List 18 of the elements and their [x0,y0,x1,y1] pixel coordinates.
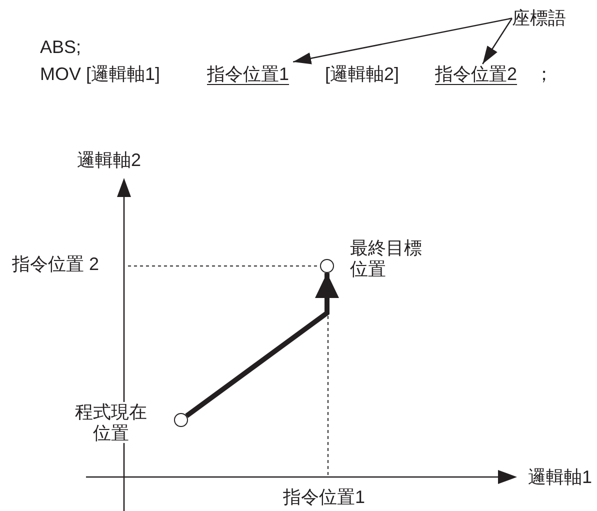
code-term: 指令位置1 [207,64,290,85]
code-term: 指令位置2 [435,64,518,85]
tick-label: 指令位置 2 [12,254,100,275]
point-circle [320,259,334,273]
code-text: ； [535,64,553,85]
leader-arrow [482,18,513,64]
point-circle [174,413,188,427]
code-line: MOV [邏輯軸1] [40,64,160,85]
point-label: 最終目標位置 [350,238,424,280]
tick-label: 指令位置1 [283,487,366,508]
axis-label: 邏輯軸2 [77,150,142,171]
callout-text: 座標語 [512,8,566,29]
leader-arrow [292,18,512,64]
path-arrow [185,273,339,418]
code-text: [邏輯軸2] [325,64,400,85]
axis-label: 邏輯軸1 [528,467,592,488]
code-line: ABS; [40,37,82,58]
point-label: 程式現在位置 [74,402,148,444]
